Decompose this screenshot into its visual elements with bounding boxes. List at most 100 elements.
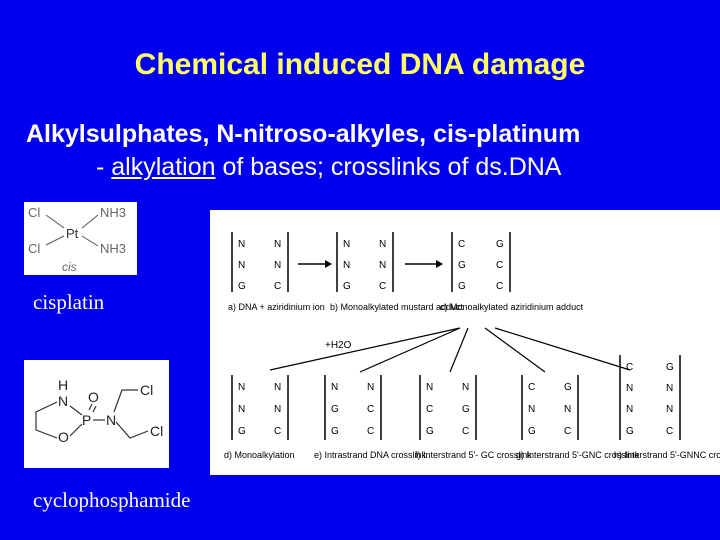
- svg-text:N: N: [626, 404, 633, 415]
- svg-text:C: C: [458, 239, 465, 250]
- ring-bonds: [35, 401, 58, 439]
- nitrogen-label: N: [106, 412, 116, 428]
- mechanism-description: - alkylation of bases; crosslinks of ds.…: [96, 153, 561, 182]
- hydrolysis-label: +H2O: [325, 340, 352, 351]
- svg-text:N: N: [343, 239, 350, 250]
- alkylation-term: alkylation: [111, 153, 216, 181]
- cisplatin-structure: Cl Cl Pt NH3 NH3 cis: [24, 202, 137, 275]
- svg-text:N: N: [666, 404, 673, 415]
- chlorine-label-1: Cl: [140, 382, 153, 398]
- svg-text:C: C: [626, 362, 633, 373]
- caption-b: b) Monoalkylated mustard adduct: [330, 302, 464, 312]
- svg-text:N: N: [626, 383, 633, 394]
- svg-text:C: C: [274, 426, 281, 437]
- svg-text:N: N: [238, 382, 245, 393]
- svg-text:C: C: [564, 426, 571, 437]
- bond-line: [81, 214, 99, 229]
- svg-text:N: N: [238, 260, 245, 271]
- svg-text:G: G: [496, 239, 504, 250]
- oxygen-ring-label: O: [58, 429, 69, 445]
- svg-text:N: N: [274, 239, 281, 250]
- bond-line: [69, 423, 83, 437]
- caption-a: a) DNA + aziridinium ion: [228, 302, 325, 312]
- cyclophosphamide-structure: H N P O O N Cl Cl: [24, 360, 169, 468]
- dna-product-e: N N G C G C: [324, 375, 382, 440]
- arrowhead: [436, 260, 443, 268]
- svg-text:G: G: [666, 362, 674, 373]
- svg-text:G: G: [458, 281, 466, 292]
- platinum-label: Pt: [66, 226, 79, 241]
- svg-text:N: N: [379, 239, 386, 250]
- bond-line: [45, 235, 65, 246]
- amine-label-2: NH3: [100, 241, 126, 256]
- svg-text:C: C: [426, 404, 433, 415]
- branch-arrows: [269, 327, 631, 373]
- bond-line: [69, 405, 83, 416]
- svg-text:N: N: [274, 260, 281, 271]
- svg-text:N: N: [426, 382, 433, 393]
- svg-text:G: G: [626, 426, 634, 437]
- svg-text:C: C: [367, 426, 374, 437]
- arrowhead: [325, 260, 332, 268]
- svg-text:N: N: [331, 382, 338, 393]
- svg-text:C: C: [367, 404, 374, 415]
- svg-text:G: G: [564, 382, 572, 393]
- svg-text:G: G: [331, 426, 339, 437]
- phosphorus-label: P: [82, 412, 91, 428]
- amine-label-1: NH3: [100, 205, 126, 220]
- svg-text:C: C: [528, 382, 535, 393]
- svg-text:G: G: [528, 426, 536, 437]
- bond-line: [88, 403, 93, 411]
- caption-f: f) Interstrand 5'- GC crosslink: [415, 450, 532, 460]
- svg-text:G: G: [238, 426, 246, 437]
- svg-text:C: C: [379, 281, 386, 292]
- svg-text:N: N: [274, 382, 281, 393]
- svg-text:N: N: [564, 404, 571, 415]
- dna-product-g: C G N N G C: [521, 375, 579, 440]
- cyclophosphamide-caption: cyclophosphamide: [33, 488, 191, 512]
- svg-text:G: G: [343, 281, 351, 292]
- svg-text:N: N: [274, 404, 281, 415]
- svg-text:N: N: [462, 382, 469, 393]
- svg-text:N: N: [238, 239, 245, 250]
- bond-line: [81, 235, 99, 247]
- svg-text:G: G: [462, 404, 470, 415]
- chloroethyl-chain-2: [115, 421, 149, 439]
- svg-text:G: G: [238, 281, 246, 292]
- svg-text:C: C: [496, 260, 503, 271]
- svg-text:G: G: [331, 404, 339, 415]
- chlorine-label-1: Cl: [28, 205, 40, 220]
- description-prefix: -: [96, 153, 112, 181]
- svg-text:G: G: [426, 426, 434, 437]
- svg-text:N: N: [238, 404, 245, 415]
- chlorine-label-2: Cl: [28, 241, 40, 256]
- svg-text:C: C: [462, 426, 469, 437]
- caption-d: d) Monoalkylation: [224, 450, 295, 460]
- chloroethyl-chain-1: [113, 389, 138, 413]
- nitrogen-ring-label: N: [58, 393, 68, 409]
- svg-text:C: C: [496, 281, 503, 292]
- caption-c: c) Monoalkylated aziridinium adduct: [440, 302, 584, 312]
- caption-h: h) Interstrand 5'-GNNC crosslink: [614, 450, 720, 460]
- svg-text:N: N: [367, 382, 374, 393]
- bond-line: [45, 214, 65, 229]
- cisplatin-caption: cisplatin: [33, 290, 105, 314]
- bond-line: [92, 405, 97, 413]
- svg-text:C: C: [666, 426, 673, 437]
- svg-text:N: N: [379, 260, 386, 271]
- caption-e: e) Intrastrand DNA crosslink: [314, 450, 427, 460]
- svg-text:C: C: [274, 281, 281, 292]
- description-suffix: of bases; crosslinks of ds.DNA: [215, 153, 562, 181]
- caption-g: g) Interstrand 5'-GNC crosslink: [516, 450, 640, 460]
- svg-text:G: G: [458, 260, 466, 271]
- svg-text:N: N: [528, 404, 535, 415]
- svg-text:N: N: [666, 383, 673, 394]
- cis-label: cis: [62, 260, 77, 274]
